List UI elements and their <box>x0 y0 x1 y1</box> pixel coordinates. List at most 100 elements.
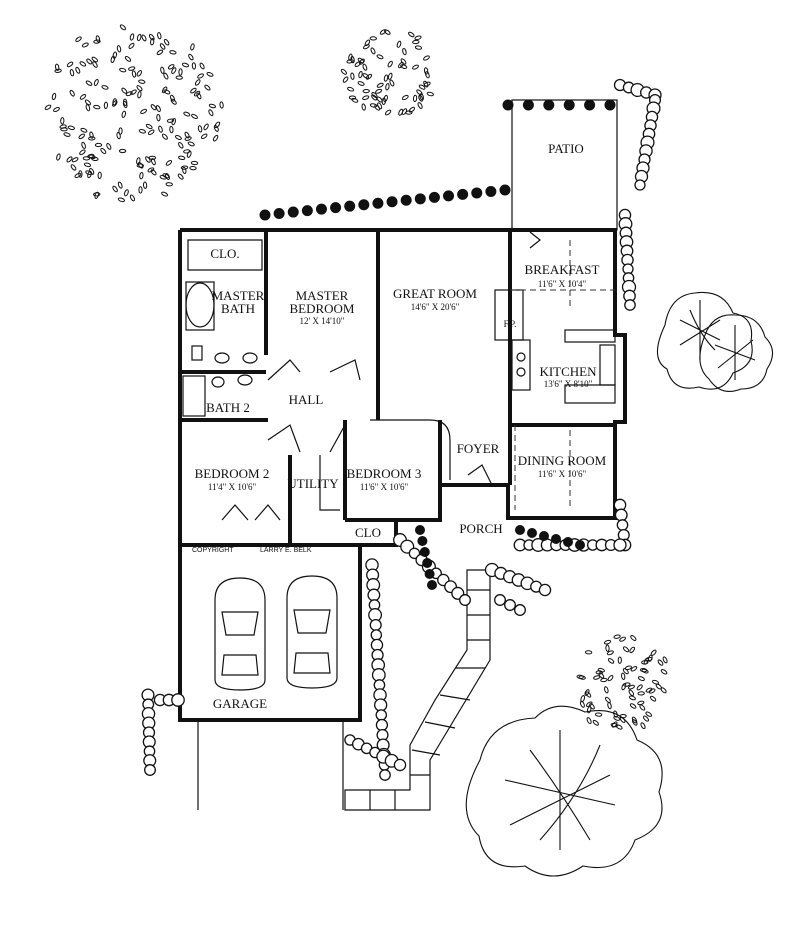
dark-shrub <box>543 99 555 111</box>
stipple-mark <box>346 59 354 64</box>
stipple-mark <box>136 85 143 92</box>
stipple-mark <box>80 127 88 133</box>
stipple-mark <box>60 117 65 125</box>
stipple-mark <box>628 695 636 701</box>
stipple-mark <box>398 108 404 116</box>
stipple-mark <box>69 89 75 97</box>
stipple-mark <box>184 131 190 139</box>
stipple-mark <box>83 162 92 168</box>
stipple-mark <box>54 68 62 73</box>
stipple-mark <box>621 683 627 691</box>
stipple-mark <box>212 134 219 142</box>
shrub <box>370 629 383 641</box>
stipple-mark <box>196 92 202 100</box>
stipple-mark <box>74 172 82 178</box>
stipple-mark <box>165 160 173 166</box>
stipple-mark <box>191 62 197 70</box>
stipple-mark <box>60 127 68 132</box>
stipple-mark <box>44 104 52 111</box>
stipple-mark <box>651 679 660 685</box>
stipple-mark <box>206 71 214 77</box>
stipple-mark <box>412 39 420 45</box>
stipple-mark <box>630 635 637 641</box>
stipple-mark <box>358 70 363 79</box>
stipple-mark <box>145 123 153 130</box>
dashed-lines <box>510 240 615 510</box>
stipple-mark <box>175 75 183 80</box>
stipple-mark <box>384 109 392 116</box>
patio: PATIO <box>511 99 618 231</box>
stipple-mark <box>189 165 197 171</box>
stipple-mark <box>78 170 83 178</box>
leafy-tree-bottom <box>465 705 663 877</box>
stipple-mark <box>128 66 136 71</box>
stipple-mark <box>385 83 390 91</box>
dark-shrub <box>515 525 525 535</box>
stipple-mark <box>142 181 148 189</box>
stipple-mark <box>648 688 656 694</box>
shrub <box>504 599 516 611</box>
stipple-mark <box>51 92 57 101</box>
stipple-mark <box>112 51 118 59</box>
stipple-mark <box>412 64 419 70</box>
stipple-mark <box>371 94 378 101</box>
stipple-mark <box>219 101 224 109</box>
stipple-mark <box>117 181 123 189</box>
stipple-mark <box>110 55 116 64</box>
stipple-mark <box>150 104 157 111</box>
stipple-mark <box>641 668 649 674</box>
kitchen-label: KITCHEN <box>539 364 597 379</box>
stipple-mark <box>67 125 75 131</box>
garage-label: GARAGE <box>213 696 267 711</box>
stipple-mark <box>137 91 142 99</box>
dark-shrub <box>551 534 561 544</box>
dark-shrub <box>386 196 398 208</box>
stipple-mark <box>137 162 144 169</box>
stipple-mark <box>362 44 370 50</box>
dark-shrub <box>273 208 285 220</box>
stipple-mark <box>165 173 170 180</box>
stipple-mark <box>628 689 635 697</box>
stipple-mark <box>112 185 118 193</box>
stipple-mark <box>63 132 71 137</box>
stipple-mark <box>157 32 162 40</box>
stipple-mark <box>645 711 652 717</box>
stipple-mark <box>369 36 377 41</box>
dark-shrub <box>428 191 440 203</box>
stipple-mark <box>197 125 203 133</box>
stipple-mark <box>340 68 348 75</box>
stipple-mark <box>118 127 123 135</box>
stipple-mark <box>75 66 81 74</box>
stipple-mark <box>401 94 409 101</box>
stipple-mark <box>100 147 107 155</box>
stipple-mark <box>118 148 127 154</box>
stipple-mark <box>106 142 112 150</box>
stipple-mark <box>177 173 184 180</box>
stipple-mark <box>75 36 82 43</box>
great-room-dims: 14'6" X 20'6" <box>411 302 460 312</box>
stipple-mark <box>101 85 109 90</box>
dark-shrub <box>315 203 327 215</box>
stipple-tree-top-center <box>340 29 434 116</box>
stipple-mark <box>66 61 74 68</box>
dining-label: DINING ROOM <box>518 453 607 468</box>
stipple-mark <box>138 79 146 84</box>
stipple-mark <box>208 103 216 109</box>
stipple-mark <box>586 701 593 707</box>
stipple-mark <box>631 716 638 724</box>
shrub <box>171 693 185 707</box>
stipple-mark <box>163 72 169 80</box>
stipple-mark <box>121 110 127 118</box>
stipple-mark <box>190 87 197 94</box>
stipple-mark <box>116 45 122 53</box>
driveway <box>197 720 344 810</box>
fireplace-label: F.P. <box>504 319 517 329</box>
master-bedroom-dims: 12' X 14'10" <box>300 316 345 326</box>
stipple-mark <box>140 108 148 114</box>
stipple-mark <box>347 86 355 92</box>
dark-shrub <box>400 194 412 206</box>
stipple-mark <box>607 658 615 664</box>
dark-shrub <box>471 187 483 199</box>
stipple-mark <box>362 63 368 71</box>
stipple-mark <box>71 157 79 163</box>
